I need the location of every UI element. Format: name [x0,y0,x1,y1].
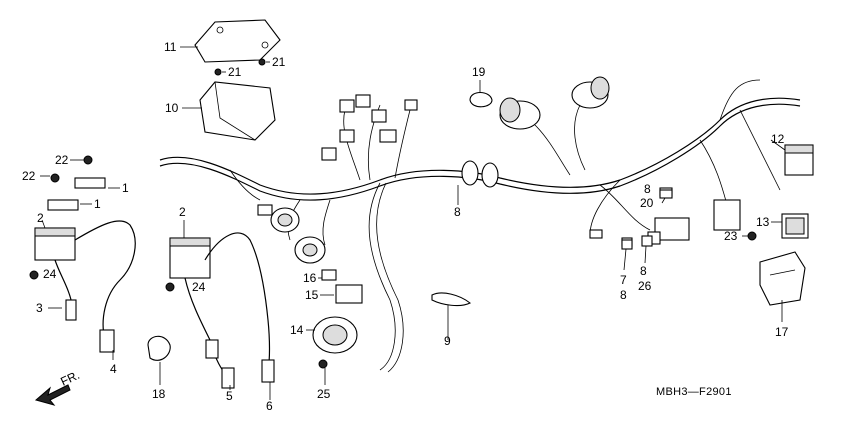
bolt-22-left [50,173,60,183]
bolt-21-left [214,68,222,76]
bolt-25 [318,359,328,369]
callout-8: 8 [620,288,627,302]
callout-23: 23 [724,229,738,243]
callout-8: 8 [644,182,651,196]
callout-15: 15 [305,288,319,302]
drawing-code: MBH3—F2901 [656,386,732,398]
bolt-23 [747,231,757,241]
part-9-band [431,292,472,307]
callout-11: 11 [164,40,177,54]
part-18-clip [147,335,171,361]
callout-5: 5 [226,389,233,403]
part-2-ignition-coil-right [169,237,211,279]
part-20-connector [659,189,673,199]
callout-2: 2 [37,211,44,225]
callout-12: 12 [771,132,785,146]
callout-21: 21 [228,65,242,79]
callout-8: 8 [640,264,647,278]
callout-9: 9 [444,334,451,348]
callout-10: 10 [165,101,179,115]
indicator-sockets [257,204,326,264]
part-12-relay [784,144,814,176]
callout-22: 22 [55,153,69,167]
callout-22: 22 [22,169,36,183]
callout-4: 4 [110,362,117,376]
connector-cluster [321,94,418,161]
callout-14: 14 [290,323,304,337]
callout-labels: 1 1 2 2 3 4 5 6 7 8 8 8 8 9 10 11 12 13 … [22,40,789,413]
part-15-relay [335,284,363,304]
leader-lines [40,46,786,400]
callout-25: 25 [317,387,331,401]
callout-21: 21 [272,55,286,69]
callout-24: 24 [192,280,206,294]
bolt-24-right [165,282,175,292]
part-14-horn [312,316,358,354]
bolt-22-upper [83,155,93,165]
part-26-connector [641,235,653,247]
callout-1: 1 [94,197,101,211]
plug-wire-right [184,232,275,389]
callout-8: 8 [454,205,461,219]
callout-19: 19 [472,65,486,79]
part-19-clamp [469,91,493,108]
part-2-ignition-coil-left [34,227,76,261]
part-17-bracket [759,251,806,306]
callout-26: 26 [638,279,652,293]
part-7-connector [621,239,633,250]
callout-13: 13 [756,215,770,229]
part-10-case [199,81,276,141]
callout-16: 16 [303,271,317,285]
callout-24: 24 [43,267,57,281]
part-1-clamp-upper [74,177,106,189]
part-1-clamp-lower [47,199,79,211]
callout-3: 3 [36,301,43,315]
callout-1: 1 [122,181,129,195]
part-13-relay [781,213,809,239]
callout-18: 18 [152,387,166,401]
callout-7: 7 [620,273,627,287]
bolt-24-left [29,270,39,280]
meter-sockets [499,76,610,176]
plug-wire-left [54,220,136,353]
front-marker-label: FR. [58,368,81,389]
bolt-21-right [258,58,266,66]
callout-2: 2 [179,205,186,219]
part-16-connector [321,269,337,281]
callout-20: 20 [640,196,654,210]
front-arrow: FR. [34,368,82,406]
callout-6: 6 [266,399,273,413]
callout-17: 17 [775,325,789,339]
part-11-cover [194,19,281,63]
